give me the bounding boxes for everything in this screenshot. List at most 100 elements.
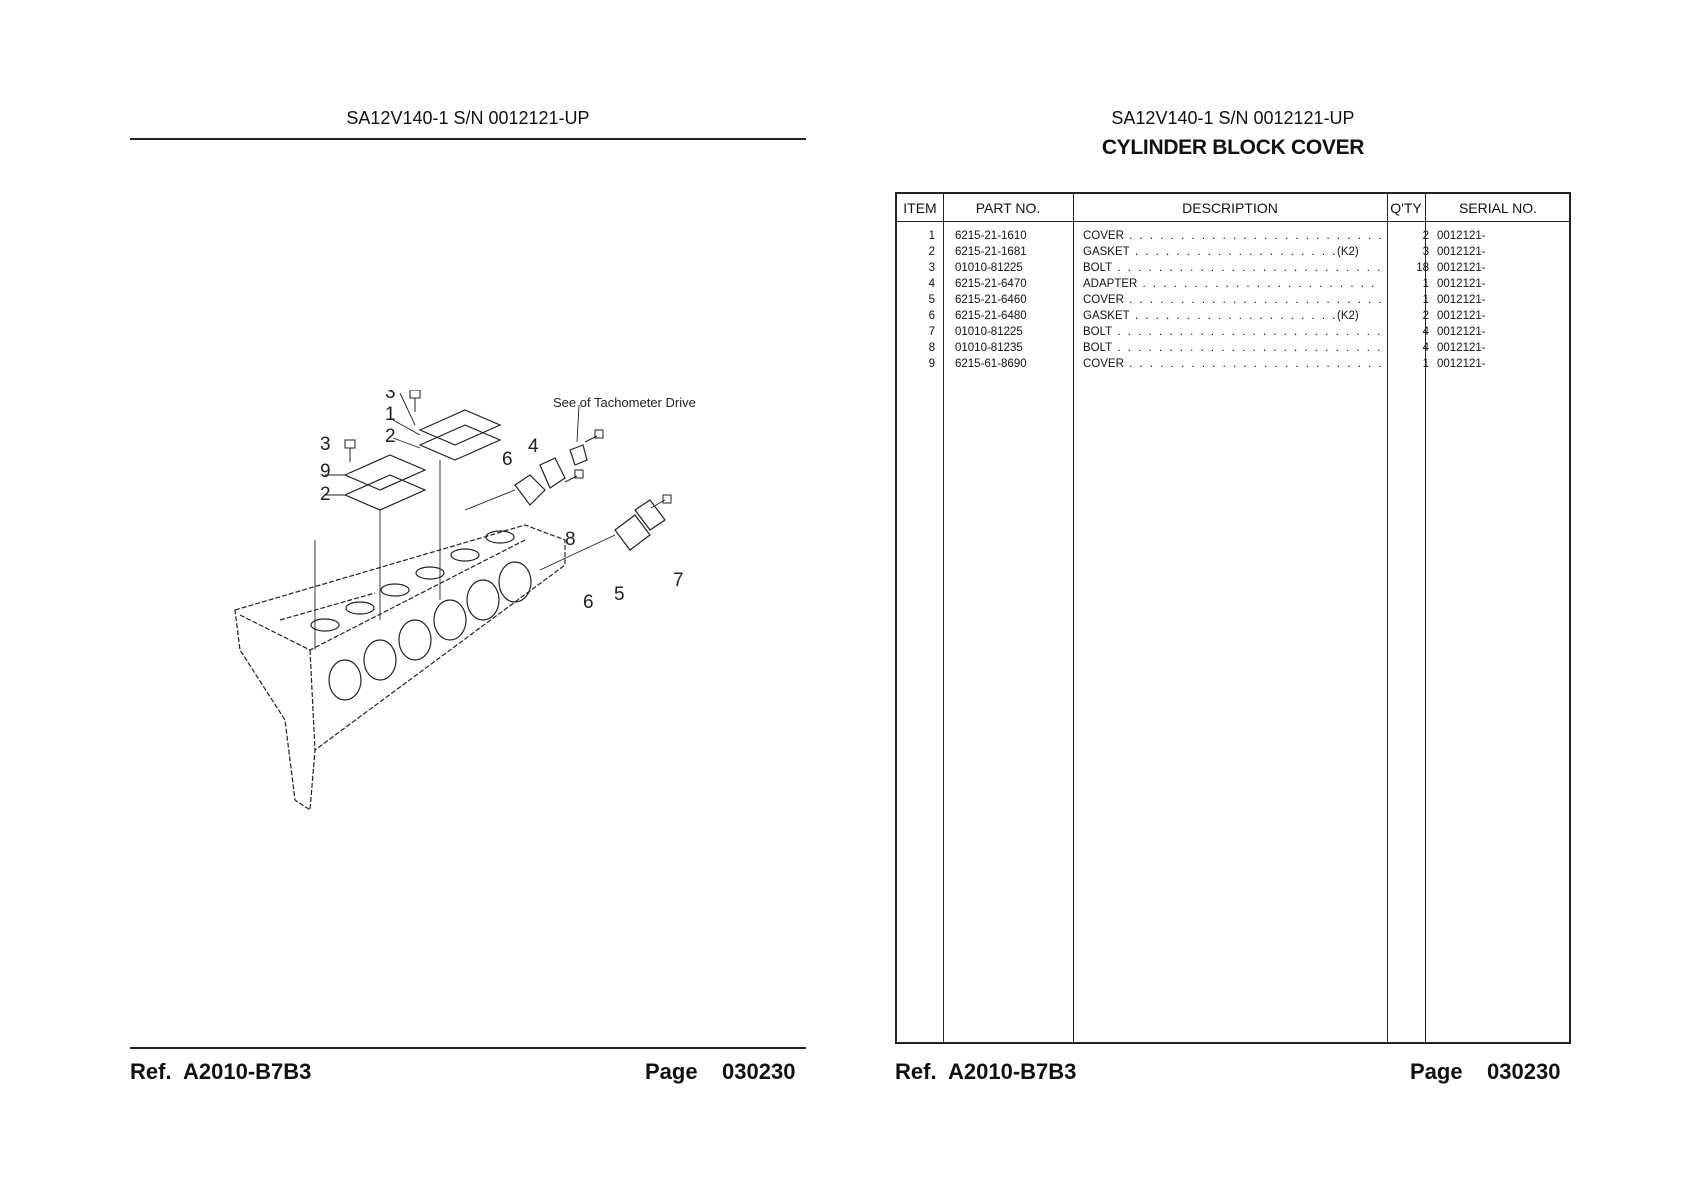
col-header-qty: Q'TY bbox=[1390, 200, 1422, 216]
cell-qty: 1 bbox=[1422, 358, 1429, 370]
cell-qty: 1 bbox=[1422, 294, 1429, 306]
cell-part-no: 6215-21-6480 bbox=[955, 310, 1027, 322]
cell-description: COVER . . . . . . . . . . . . . . . . . … bbox=[1083, 230, 1381, 242]
cell-note: (K2) bbox=[1337, 246, 1387, 258]
cell-qty: 2 bbox=[1422, 310, 1429, 322]
diagram-label-1: 1 bbox=[385, 404, 396, 425]
ref-code: A2010-B7B3 bbox=[182, 1059, 312, 1084]
cell-part-no: 01010-81235 bbox=[955, 342, 1023, 354]
page-label: Page bbox=[645, 1059, 698, 1084]
cell-description: COVER . . . . . . . . . . . . . . . . . … bbox=[1083, 358, 1381, 370]
mid-cover-drawing bbox=[343, 454, 427, 511]
cell-item: 6 bbox=[928, 310, 935, 322]
left-page-header: SA12V140-1 S/N 0012121-UP bbox=[346, 108, 590, 128]
diagram-label-4: 4 bbox=[528, 436, 539, 457]
cell-note: (K2) bbox=[1337, 310, 1387, 322]
cell-description: GASKET . . . . . . . . . . . . . . . . .… bbox=[1083, 310, 1381, 322]
diagram-label-9: 9 bbox=[320, 461, 331, 482]
table-row: 4 6215-21-6470 ADAPTER . . . . . . . . .… bbox=[897, 278, 1569, 294]
left-header-rule bbox=[130, 138, 806, 140]
ref-code: A2010-B7B3 bbox=[947, 1059, 1077, 1084]
cylinder-bores-drawing bbox=[310, 530, 532, 701]
cell-serial: 0012121- bbox=[1437, 310, 1486, 322]
diagram-label-6b: 6 bbox=[583, 592, 594, 613]
diagram-label-5: 5 bbox=[614, 584, 625, 605]
table-row: 9 6215-61-8690 COVER . . . . . . . . . .… bbox=[897, 358, 1569, 374]
cell-part-no: 01010-81225 bbox=[955, 262, 1023, 274]
cell-item: 8 bbox=[928, 342, 935, 354]
diagram-label-3b: 3 bbox=[320, 434, 331, 455]
exploded-parts-diagram: 3 1 2 3 9 2 6 4 8 6 5 7 See of Tachomete… bbox=[225, 382, 745, 820]
adapter-drawing bbox=[514, 444, 666, 551]
cell-qty: 18 bbox=[1416, 262, 1429, 274]
col-header-description: DESCRIPTION bbox=[1182, 200, 1278, 216]
diagram-label-3a: 3 bbox=[385, 390, 396, 403]
cell-part-no: 6215-21-1610 bbox=[955, 230, 1027, 242]
cell-serial: 0012121- bbox=[1437, 342, 1486, 354]
cell-qty: 3 bbox=[1422, 246, 1429, 258]
leader-lines bbox=[314, 392, 616, 650]
table-row: 8 01010-81235 BOLT . . . . . . . . . . .… bbox=[897, 342, 1569, 358]
cell-item: 4 bbox=[928, 278, 935, 290]
cell-item: 5 bbox=[928, 294, 935, 306]
col-header-item: ITEM bbox=[903, 200, 937, 216]
cell-description: BOLT . . . . . . . . . . . . . . . . . .… bbox=[1083, 326, 1381, 338]
col-header-part-no: PART NO. bbox=[975, 200, 1041, 216]
diagram-label-2b: 2 bbox=[320, 484, 331, 505]
cell-qty: 2 bbox=[1422, 230, 1429, 242]
cell-serial: 0012121- bbox=[1437, 230, 1486, 242]
cell-serial: 0012121- bbox=[1437, 294, 1486, 306]
cell-description: COVER . . . . . . . . . . . . . . . . . … bbox=[1083, 294, 1381, 306]
ref-label: Ref. bbox=[895, 1059, 937, 1084]
diagram-label-2a: 2 bbox=[385, 426, 396, 447]
cell-part-no: 6215-21-6470 bbox=[955, 278, 1027, 290]
cell-description: ADAPTER . . . . . . . . . . . . . . . . … bbox=[1083, 278, 1381, 290]
left-footer-rule bbox=[130, 1047, 806, 1049]
cell-serial: 0012121- bbox=[1437, 358, 1486, 370]
cell-serial: 0012121- bbox=[1437, 278, 1486, 290]
page-number: 030230 bbox=[722, 1059, 796, 1084]
table-row: 1 6215-21-1610 COVER . . . . . . . . . .… bbox=[897, 230, 1569, 246]
col-header-serial-no: SERIAL NO. bbox=[1458, 200, 1538, 216]
cell-item: 9 bbox=[928, 358, 935, 370]
cell-description: BOLT . . . . . . . . . . . . . . . . . .… bbox=[1083, 262, 1381, 274]
diagram-label-7: 7 bbox=[673, 570, 684, 591]
cell-description: BOLT . . . . . . . . . . . . . . . . . .… bbox=[1083, 342, 1381, 354]
cell-part-no: 6215-21-1681 bbox=[955, 246, 1027, 258]
ref-label: Ref. bbox=[130, 1059, 172, 1084]
cell-serial: 0012121- bbox=[1437, 262, 1486, 274]
page-title: CYLINDER BLOCK COVER bbox=[1101, 136, 1365, 159]
left-footer-page: Page 030230 bbox=[645, 1059, 795, 1085]
cell-part-no: 6215-21-6460 bbox=[955, 294, 1027, 306]
cell-serial: 0012121- bbox=[1437, 326, 1486, 338]
cell-part-no: 6215-61-8690 bbox=[955, 358, 1027, 370]
right-footer-ref: Ref. A2010-B7B3 bbox=[895, 1059, 1076, 1085]
table-row: 6 6215-21-6480 GASKET . . . . . . . . . … bbox=[897, 310, 1569, 326]
parts-table: ITEM PART NO. DESCRIPTION Q'TY SERIAL NO… bbox=[895, 192, 1571, 1044]
cell-description: GASKET . . . . . . . . . . . . . . . . .… bbox=[1083, 246, 1381, 258]
left-footer-ref: Ref. A2010-B7B3 bbox=[130, 1059, 311, 1085]
table-row: 2 6215-21-1681 GASKET . . . . . . . . . … bbox=[897, 246, 1569, 262]
table-row: 3 01010-81225 BOLT . . . . . . . . . . .… bbox=[897, 262, 1569, 278]
cell-part-no: 01010-81225 bbox=[955, 326, 1023, 338]
tachometer-callout: See of Tachometer Drive bbox=[553, 395, 696, 410]
top-cover-drawing bbox=[418, 409, 502, 461]
cell-item: 7 bbox=[928, 326, 935, 338]
table-row: 5 6215-21-6460 COVER . . . . . . . . . .… bbox=[897, 294, 1569, 310]
cell-qty: 4 bbox=[1422, 342, 1429, 354]
cell-item: 2 bbox=[928, 246, 935, 258]
page-label: Page bbox=[1410, 1059, 1463, 1084]
right-footer-page: Page 030230 bbox=[1410, 1059, 1560, 1085]
cylinder-block-drawing bbox=[234, 524, 566, 812]
right-page-header: SA12V140-1 S/N 0012121-UP bbox=[1111, 108, 1355, 128]
cell-qty: 4 bbox=[1422, 326, 1429, 338]
table-row: 7 01010-81225 BOLT . . . . . . . . . . .… bbox=[897, 326, 1569, 342]
bolt-icons bbox=[344, 389, 672, 509]
cell-serial: 0012121- bbox=[1437, 246, 1486, 258]
diagram-label-6a: 6 bbox=[502, 449, 513, 470]
page-number: 030230 bbox=[1487, 1059, 1561, 1084]
cell-item: 1 bbox=[928, 230, 935, 242]
cell-item: 3 bbox=[928, 262, 935, 274]
diagram-label-8: 8 bbox=[565, 529, 576, 550]
cell-qty: 1 bbox=[1422, 278, 1429, 290]
